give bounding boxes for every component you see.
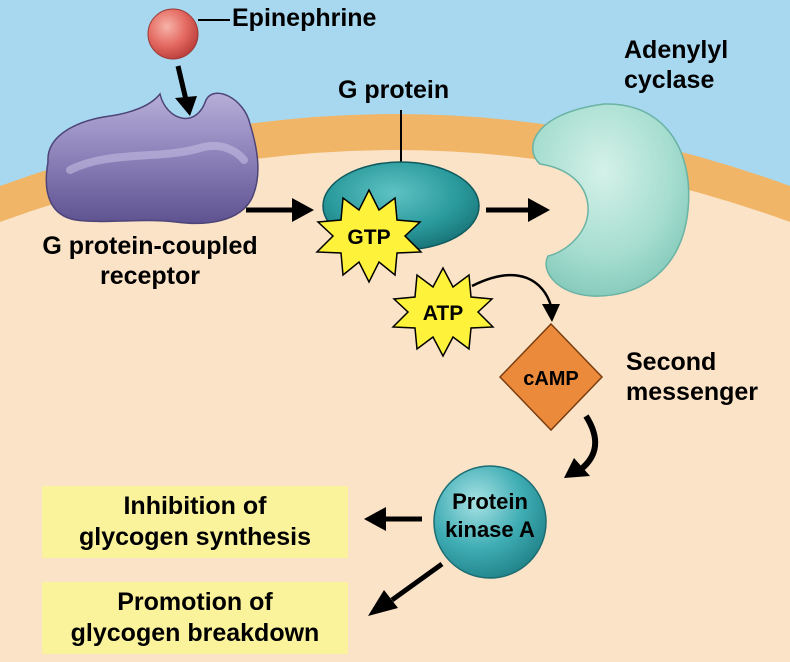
promotion-outcome-box: Promotion of glycogen breakdown [42, 582, 348, 654]
camp-to-pka-arrow-head [564, 458, 590, 478]
pka-to-promotion-arrow-head [368, 590, 398, 616]
epinephrine-label: Epinephrine [232, 4, 377, 32]
gprotein-to-cyclase-arrow-head [528, 198, 550, 222]
gtp-label: GTP [347, 226, 390, 249]
pka-to-promotion-arrow [390, 561, 444, 603]
gtp-starburst [315, 188, 423, 284]
adenylyl-cyclase-label: Adenylyl cyclase [624, 36, 729, 94]
pka-to-inhibition-arrow-head [364, 507, 386, 531]
receptor-highlight [66, 141, 248, 174]
atp-starburst [391, 266, 495, 358]
receptor-label: G protein-coupled receptor [42, 232, 258, 290]
protein-kinase-a [433, 465, 547, 579]
atp-to-camp-arrow-head [542, 304, 560, 322]
pka-label: Protein kinase A [445, 489, 535, 542]
camp-diamond [498, 322, 604, 432]
epinephrine-arrow-head [175, 96, 197, 116]
inhibition-outcome-box: Inhibition of glycogen synthesis [42, 486, 348, 558]
epinephrine-molecule [147, 8, 199, 60]
adenylyl-cyclase [532, 103, 690, 297]
second-messenger-label: Second messenger [626, 348, 759, 406]
camp-to-pka-arrow [578, 414, 599, 473]
g-protein-label: G protein [338, 76, 450, 104]
epinephrine-arrow [175, 65, 189, 101]
atp-to-camp-arrow [471, 274, 553, 307]
receptor-to-gprotein-arrow-head [292, 198, 314, 222]
atp-label: ATP [423, 302, 463, 325]
camp-label: cAMP [523, 368, 579, 390]
